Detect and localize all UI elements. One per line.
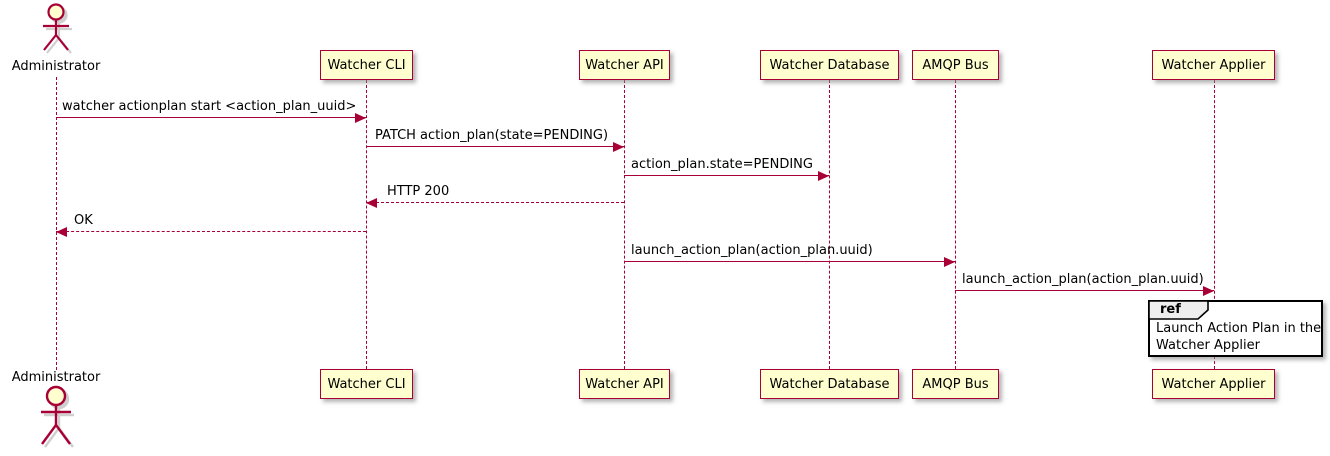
message-line <box>366 202 624 203</box>
lifeline-watcher-database <box>829 80 830 369</box>
arrowhead-left-icon <box>56 227 67 237</box>
message-label: action_plan.state=PENDING <box>631 157 813 172</box>
participant-box-watcher-cli-bottom: Watcher CLI <box>320 369 413 399</box>
arrowhead-right-icon <box>818 171 829 181</box>
message-line <box>624 261 955 262</box>
participant-box-watcher-database-bottom: Watcher Database <box>760 369 899 399</box>
actor-label-administrator-bottom: Administrator <box>11 370 101 385</box>
ref-text-line2: Watcher Applier <box>1156 338 1260 353</box>
message-label: launch_action_plan(action_plan.uuid) <box>631 243 873 258</box>
message-arrow-4: OK <box>56 213 366 237</box>
participant-box-amqp-bus-top: AMQP Bus <box>912 50 999 80</box>
ref-text-line1: Launch Action Plan in the <box>1156 321 1322 336</box>
lifeline-watcher-cli <box>366 80 367 369</box>
ref-keyword: ref <box>1160 302 1181 317</box>
arrowhead-right-icon <box>355 113 366 123</box>
message-arrow-6: launch_action_plan(action_plan.uuid) <box>955 272 1214 296</box>
administrator-actor-icon <box>43 3 72 54</box>
participant-box-watcher-api-bottom: Watcher API <box>579 369 670 399</box>
message-arrow-5: launch_action_plan(action_plan.uuid) <box>624 243 955 267</box>
lifeline-administrator <box>56 77 57 370</box>
arrowhead-right-icon <box>1203 286 1214 296</box>
message-line <box>624 175 829 176</box>
message-label: HTTP 200 <box>387 184 450 199</box>
lifeline-watcher-applier <box>1214 80 1215 369</box>
arrowhead-left-icon <box>366 198 377 208</box>
message-arrow-1: PATCH action_plan(state=PENDING) <box>366 128 624 152</box>
lifeline-watcher-api <box>624 80 625 369</box>
message-label: OK <box>74 213 93 228</box>
ref-fragment: ref Launch Action Plan in the Watcher Ap… <box>1148 300 1323 357</box>
ref-text: Launch Action Plan in the Watcher Applie… <box>1156 320 1321 354</box>
actor-label-administrator-top: Administrator <box>11 59 101 74</box>
participant-box-watcher-database-top: Watcher Database <box>760 50 899 80</box>
message-line <box>955 290 1214 291</box>
ref-tab-shape <box>1148 300 1209 320</box>
message-arrow-0: watcher actionplan start <action_plan_uu… <box>56 99 366 123</box>
message-label: launch_action_plan(action_plan.uuid) <box>962 272 1204 287</box>
lifeline-amqp-bus <box>955 80 956 369</box>
participant-box-amqp-bus-bottom: AMQP Bus <box>912 369 999 399</box>
administrator-actor-icon <box>41 385 74 448</box>
message-line <box>56 231 366 232</box>
message-line <box>56 117 366 118</box>
arrowhead-right-icon <box>944 257 955 267</box>
arrowhead-right-icon <box>613 142 624 152</box>
participant-box-watcher-cli-top: Watcher CLI <box>320 50 413 80</box>
message-label: watcher actionplan start <action_plan_uu… <box>62 99 357 114</box>
message-line <box>366 146 624 147</box>
participant-box-watcher-applier-top: Watcher Applier <box>1152 50 1275 80</box>
message-arrow-3: HTTP 200 <box>366 184 624 208</box>
message-arrow-2: action_plan.state=PENDING <box>624 157 829 181</box>
message-label: PATCH action_plan(state=PENDING) <box>375 128 609 143</box>
participant-box-watcher-applier-bottom: Watcher Applier <box>1152 369 1275 399</box>
participant-box-watcher-api-top: Watcher API <box>579 50 670 80</box>
